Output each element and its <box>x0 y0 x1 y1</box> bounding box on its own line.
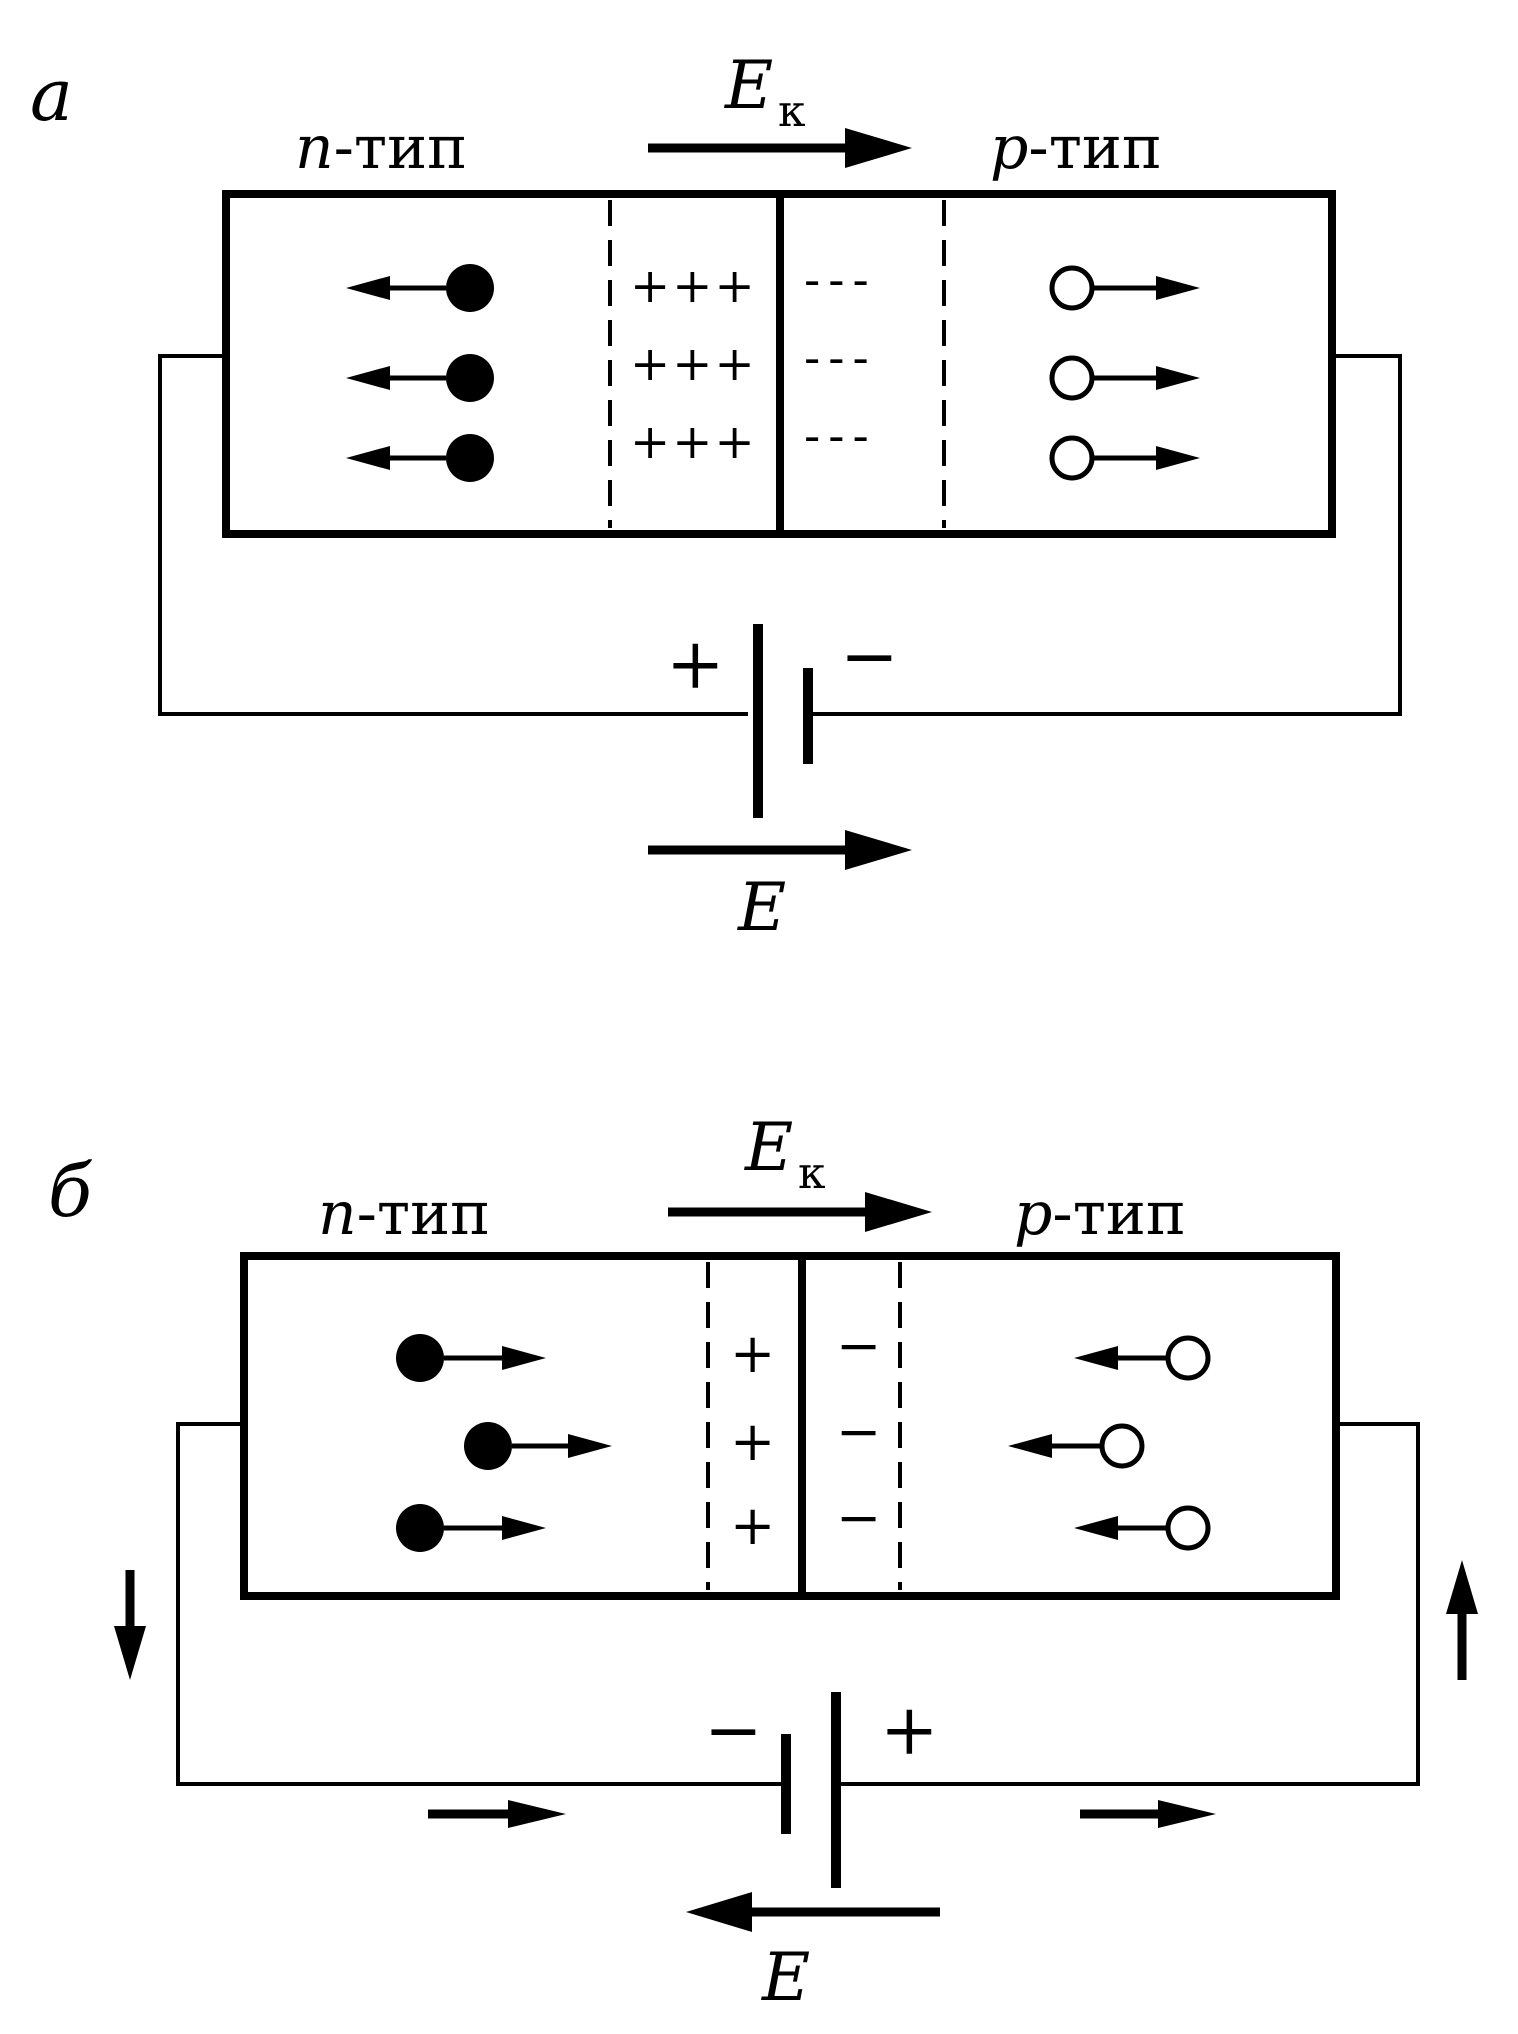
panel-b-negative-charge-3: − <box>836 1486 881 1549</box>
panel-b-p-type-label: p-тип <box>1014 1179 1186 1249</box>
panel-a-hole-1 <box>1049 265 1200 311</box>
panel-b-n-suffix: -тип <box>357 1179 490 1249</box>
panel-b-e-arrow <box>686 1892 940 1932</box>
panel-a-negative-charge-1: --- <box>804 252 877 308</box>
panel-a-p-type-label: p-тип <box>990 113 1162 183</box>
panel-a-hole-2 <box>1049 355 1200 401</box>
panel-a-ek-subscript: к <box>778 86 806 137</box>
panel-a-negative-charge-2: --- <box>804 330 877 386</box>
panel-a-electron-2 <box>346 354 494 402</box>
panel-a-n-suffix: -тип <box>334 113 467 183</box>
panel-a-positive-charge-1: +++ <box>630 258 757 314</box>
panel-a-ek-arrow <box>648 128 912 168</box>
panel-b-hole-2 <box>1008 1423 1145 1469</box>
panel-a-battery-right-sign: − <box>840 615 899 697</box>
panel-b-current-arrow-right-up <box>1446 1560 1478 1680</box>
panel-a-ek-symbol: E <box>724 47 773 124</box>
panel-a-circuit-wire-left <box>158 354 748 716</box>
panel-a-letter: а <box>30 53 73 137</box>
panel-a-positive-charge-2: +++ <box>630 336 757 392</box>
panel-b-positive-charge-1: + <box>730 1322 775 1385</box>
panel-b-ek-arrow <box>668 1192 932 1232</box>
panel-b-current-arrow-left-down <box>114 1570 146 1680</box>
panel-b-current-arrow-bottom-left <box>428 1800 566 1828</box>
panel-a-circuit-wire-right <box>808 354 1402 716</box>
panel-b-circuit-wire-right <box>836 1422 1420 1786</box>
panel-b-hole-1 <box>1074 1335 1211 1381</box>
panel-b-n-type-label: n-тип <box>318 1179 490 1249</box>
panel-a: а n-тип p-тип E к +++ +++ +++ --- --- --… <box>30 47 1402 946</box>
panel-b-electron-1 <box>396 1334 546 1382</box>
panel-a-e-arrow <box>648 830 912 870</box>
panel-a-battery-left-sign: + <box>666 623 725 705</box>
panel-b-negative-charge-1: − <box>836 1314 881 1377</box>
panel-b-ek-subscript: к <box>798 1148 826 1199</box>
panel-b-electron-2 <box>464 1422 612 1470</box>
panel-b-circuit-wire-left <box>176 1422 786 1786</box>
panel-a-hole-3 <box>1049 435 1200 481</box>
panel-a-p-suffix: -тип <box>1028 113 1161 183</box>
panel-a-electron-3 <box>346 434 494 482</box>
panel-b-e-symbol: E <box>761 1939 810 2016</box>
panel-b-negative-charge-2: − <box>836 1400 881 1463</box>
panel-b-ek-symbol: E <box>744 1109 793 1186</box>
panel-a-positive-charge-3: +++ <box>630 414 757 470</box>
panel-b-letter: б <box>48 1149 93 1233</box>
panel-a-electron-1 <box>346 264 494 312</box>
panel-a-p-prefix: p <box>990 113 1028 183</box>
panel-a-e-symbol: E <box>737 869 786 946</box>
panel-b-n-prefix: n <box>318 1179 357 1249</box>
panel-b-positive-charge-2: + <box>730 1410 775 1473</box>
panel-b-p-prefix: p <box>1014 1179 1052 1249</box>
panel-b-positive-charge-3: + <box>730 1494 775 1557</box>
panel-b-hole-3 <box>1074 1505 1211 1551</box>
panel-b: б n-тип p-тип E к + + + − − − <box>48 1109 1478 2016</box>
panel-b-battery-right-sign: + <box>880 1689 939 1771</box>
panel-a-n-type-label: n-тип <box>295 113 467 183</box>
panel-a-negative-charge-3: --- <box>804 408 877 464</box>
panel-b-current-arrow-bottom-right <box>1080 1800 1216 1828</box>
panel-b-battery-left-sign: − <box>704 1689 763 1771</box>
panel-b-electron-3 <box>396 1504 546 1552</box>
panel-a-n-prefix: n <box>295 113 334 183</box>
panel-b-p-suffix: -тип <box>1052 1179 1185 1249</box>
